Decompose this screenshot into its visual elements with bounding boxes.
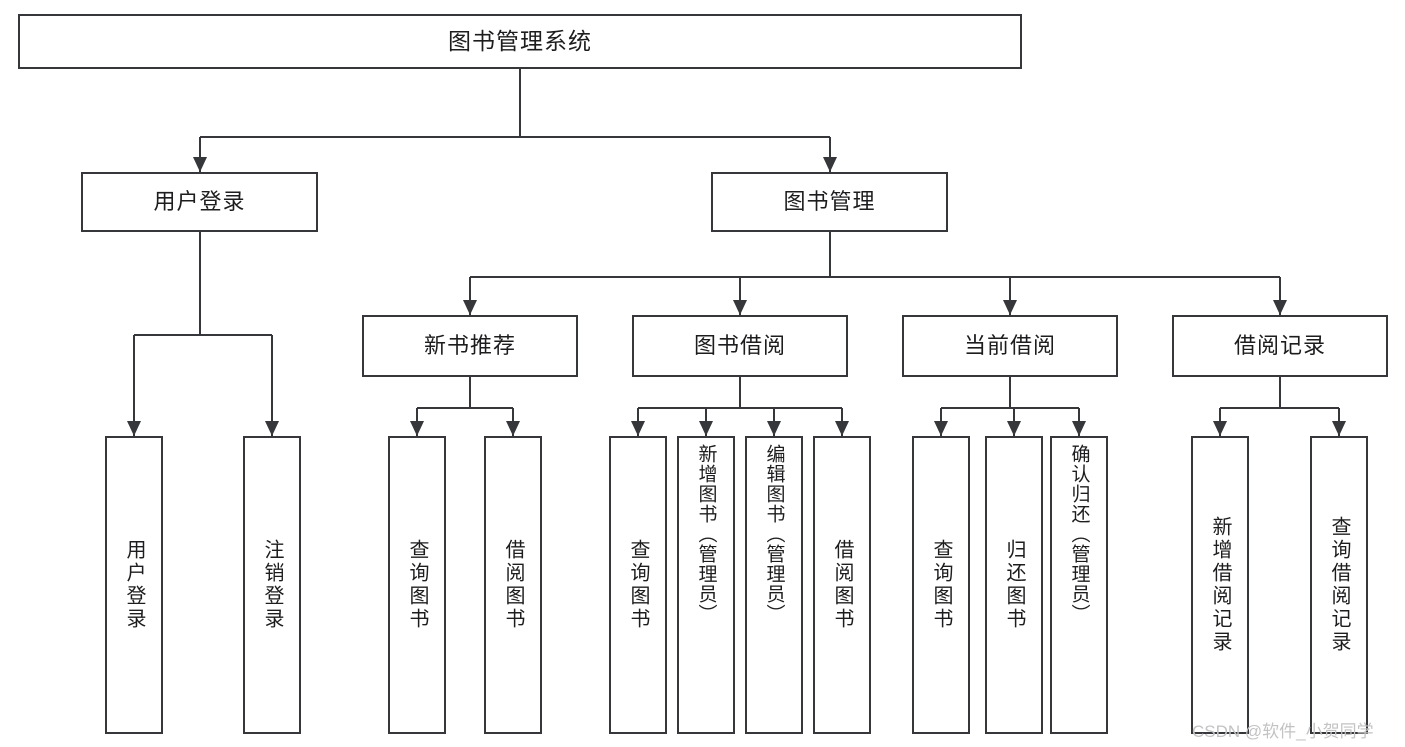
connector-line — [198, 232, 201, 335]
node-new-book-recommendation[interactable]: 新书推荐 — [362, 315, 578, 377]
arrow-head-icon — [631, 421, 645, 436]
arrow-head-icon — [835, 421, 849, 436]
connector-line — [828, 232, 831, 277]
connector-line — [739, 277, 741, 315]
arrow-head-icon — [410, 421, 424, 436]
connector-line — [1009, 377, 1011, 408]
connector-line — [469, 277, 471, 315]
leaf-confirm-return-admin[interactable]: 确认归还（管理员） — [1050, 436, 1108, 734]
node-label: 编辑图书（管理员） — [763, 444, 785, 624]
leaf-query-borrow-record[interactable]: 查询借阅记录 — [1310, 436, 1368, 734]
node-label: 注销登录 — [261, 539, 283, 631]
node-label: 归还图书 — [1003, 539, 1025, 631]
arrow-head-icon — [1213, 421, 1227, 436]
connector-line — [134, 334, 272, 336]
connector-line — [828, 137, 831, 172]
leaf-add-borrow-record[interactable]: 新增借阅记录 — [1191, 436, 1249, 734]
connector-line — [1220, 407, 1339, 409]
connector-line — [1279, 377, 1281, 408]
node-book-borrow[interactable]: 图书借阅 — [632, 315, 848, 377]
arrow-head-icon — [192, 157, 207, 172]
leaf-user-login[interactable]: 用户登录 — [105, 436, 163, 734]
arrow-head-icon — [767, 421, 781, 436]
connector-line — [470, 276, 1280, 278]
node-current-borrow[interactable]: 当前借阅 — [902, 315, 1118, 377]
node-label: 当前借阅 — [963, 333, 1056, 359]
watermark-text: CSDN @软件_小贺同学 — [1192, 722, 1374, 741]
node-label: 确认归还（管理员） — [1068, 444, 1090, 624]
leaf-query-book-borrow[interactable]: 查询图书 — [609, 436, 667, 734]
node-label: 查询图书 — [930, 539, 952, 631]
connector-line — [1279, 277, 1281, 315]
leaf-query-book-recommend[interactable]: 查询图书 — [388, 436, 446, 734]
arrow-head-icon — [1007, 421, 1021, 436]
node-label: 图书管理 — [783, 189, 876, 215]
arrow-head-icon — [127, 421, 141, 436]
leaf-edit-book-admin[interactable]: 编辑图书（管理员） — [745, 436, 803, 734]
node-label: 图书管理系统 — [448, 27, 592, 54]
node-label: 借阅图书 — [831, 539, 853, 631]
leaf-add-book-admin[interactable]: 新增图书（管理员） — [677, 436, 735, 734]
node-label: 新增图书（管理员） — [695, 444, 717, 624]
connector-line — [638, 407, 842, 409]
arrow-head-icon — [265, 421, 279, 436]
arrow-head-icon — [733, 300, 747, 315]
node-label: 新增借阅记录 — [1209, 516, 1231, 654]
node-label: 查询图书 — [406, 539, 428, 631]
arrow-head-icon — [699, 421, 713, 436]
leaf-borrow-book-recommend[interactable]: 借阅图书 — [484, 436, 542, 734]
arrow-head-icon — [1273, 300, 1287, 315]
leaf-query-book-current[interactable]: 查询图书 — [912, 436, 970, 734]
node-borrow-record[interactable]: 借阅记录 — [1172, 315, 1388, 377]
arrow-head-icon — [934, 421, 948, 436]
leaf-return-book[interactable]: 归还图书 — [985, 436, 1043, 734]
connector-line — [198, 137, 201, 172]
arrow-head-icon — [1332, 421, 1346, 436]
connector-line — [739, 377, 741, 408]
leaf-user-logout[interactable]: 注销登录 — [243, 436, 301, 734]
node-label: 图书借阅 — [693, 333, 786, 359]
arrow-head-icon — [506, 421, 520, 436]
node-book-manage[interactable]: 图书管理 — [711, 172, 948, 232]
connector-line — [941, 407, 1079, 409]
connector-line — [1009, 277, 1011, 315]
leaf-borrow-book[interactable]: 借阅图书 — [813, 436, 871, 734]
connector-line — [417, 407, 513, 409]
node-label: 查询借阅记录 — [1328, 516, 1350, 654]
arrow-head-icon — [1072, 421, 1086, 436]
node-label: 查询图书 — [627, 539, 649, 631]
node-label: 借阅记录 — [1233, 333, 1326, 359]
arrow-head-icon — [1003, 300, 1017, 315]
node-root-system[interactable]: 图书管理系统 — [18, 14, 1022, 69]
connector-line — [133, 335, 135, 436]
arrow-head-icon — [822, 157, 837, 172]
connector-line — [271, 335, 273, 436]
connector-line — [519, 69, 521, 137]
node-label: 借阅图书 — [502, 539, 524, 631]
connector-line — [199, 136, 830, 138]
connector-line — [469, 377, 471, 408]
node-label: 新书推荐 — [423, 333, 516, 359]
node-user-login[interactable]: 用户登录 — [81, 172, 318, 232]
node-label: 用户登录 — [123, 539, 145, 631]
node-label: 用户登录 — [153, 189, 246, 215]
arrow-head-icon — [463, 300, 477, 315]
